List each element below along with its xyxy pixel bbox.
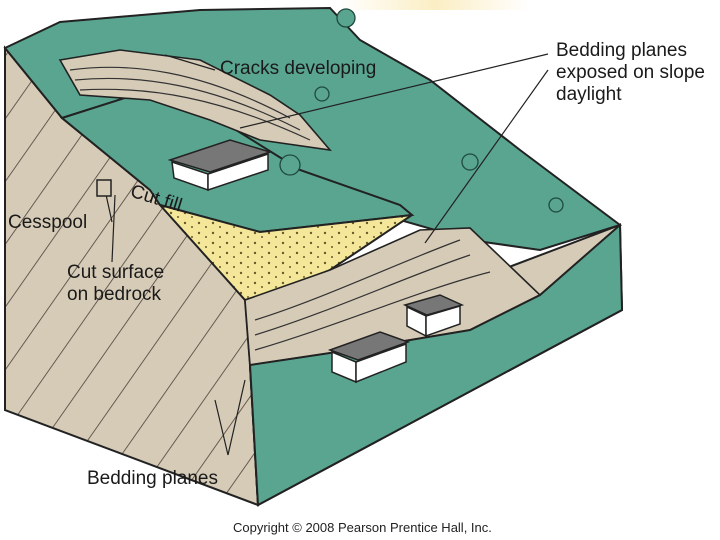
label-cracks-developing: Cracks developing [220, 58, 377, 79]
leader-lines [104, 53, 549, 456]
label-bedding-daylight: Bedding planes exposed on slope daylight [556, 40, 705, 105]
label-bedding-planes: Bedding planes [87, 468, 218, 489]
trees [279, 8, 564, 213]
lower-scarp-lines [254, 239, 491, 351]
upper-house [167, 139, 273, 192]
copyright-notice: Copyright © 2008 Pearson Prentice Hall, … [233, 520, 492, 535]
label-cesspool: Cesspool [8, 212, 88, 233]
upper-scarp [58, 49, 332, 152]
label-cut-surface: Cut surface on bedrock [67, 262, 165, 305]
upper-scarp-lines [69, 66, 311, 141]
lower-house-2 [402, 294, 465, 338]
top-highlight [340, 0, 530, 10]
lower-house-1 [327, 331, 411, 384]
cesspool-pit [96, 179, 112, 197]
